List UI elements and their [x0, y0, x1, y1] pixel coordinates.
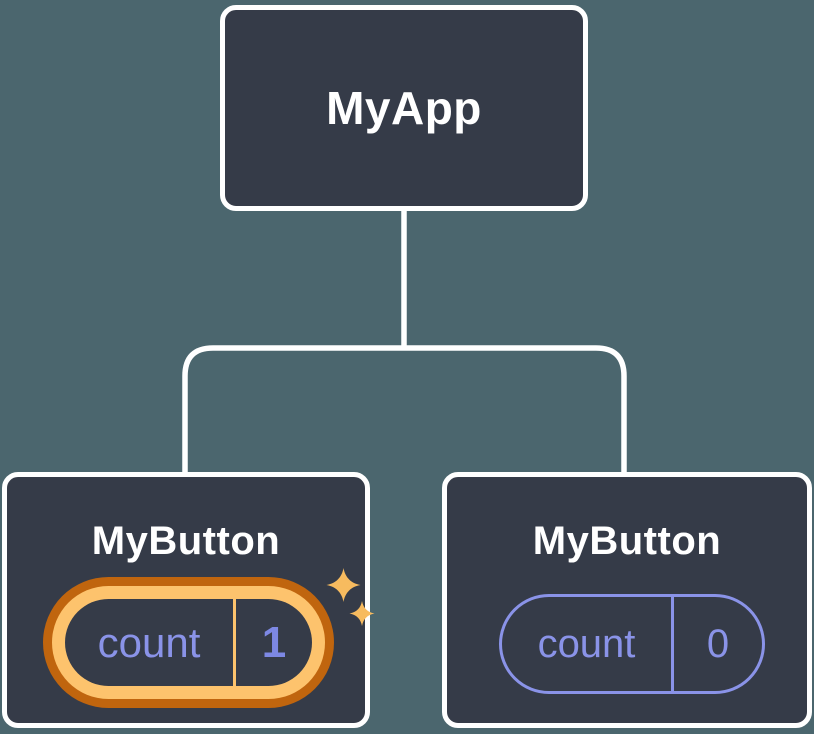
- component-box-root: MyApp: [220, 5, 588, 211]
- state-key: count: [537, 621, 636, 666]
- state-pill-body: count 1: [65, 599, 312, 686]
- component-box-button-plain: MyButton count 0: [442, 472, 812, 728]
- state-value: 1: [261, 617, 287, 667]
- component-box-button-highlighted: MyButton count 1: [2, 472, 375, 728]
- state-pill-ring: count 1: [52, 586, 325, 699]
- state-key: count: [97, 618, 201, 666]
- state-pill-divider: [233, 599, 236, 686]
- component-label: MyButton: [532, 519, 722, 563]
- component-label: MyApp: [326, 82, 482, 134]
- state-pill-highlighted: count 1: [43, 577, 334, 708]
- state-value: 0: [706, 621, 730, 666]
- component-label: MyButton: [91, 519, 281, 563]
- state-pill-divider: [671, 597, 674, 691]
- state-pill: count 0: [499, 594, 765, 694]
